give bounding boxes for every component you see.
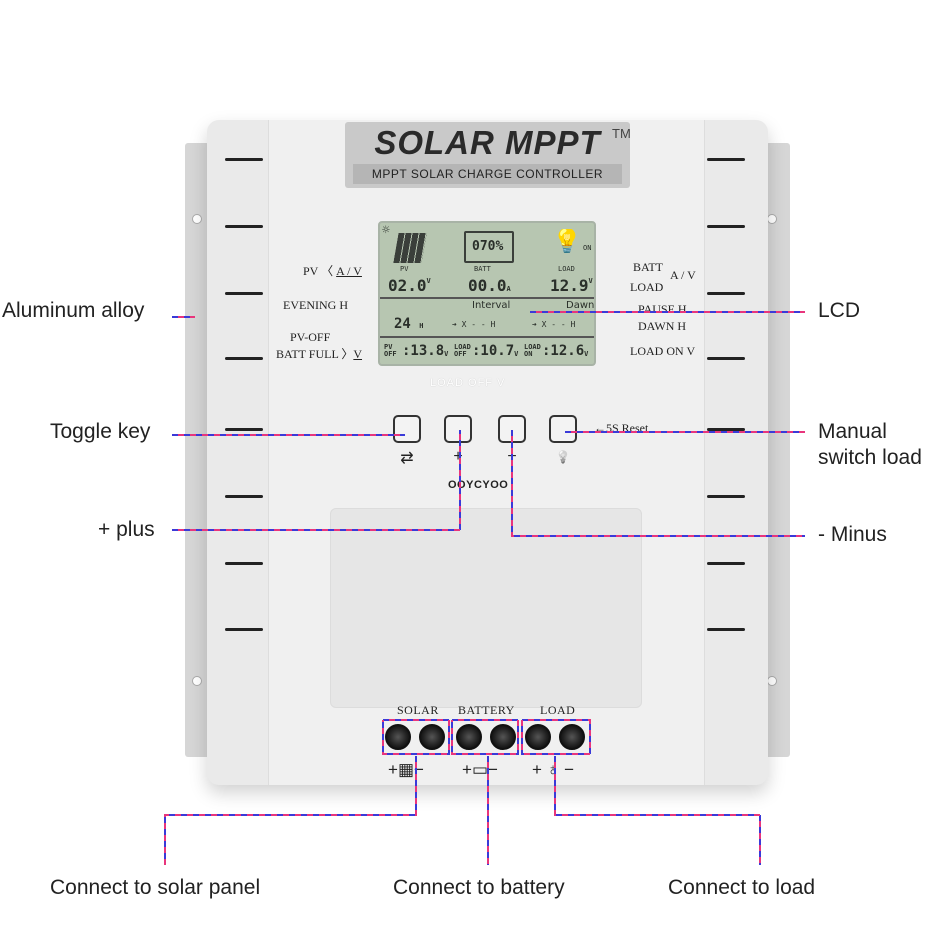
plus-icon: + [453,448,463,465]
bulb-icon: 💡 [552,229,580,253]
terminal-screw [525,724,551,750]
battery-icon [464,231,514,263]
callout-solar: Connect to solar panel [50,876,261,899]
vent-slot [225,495,263,498]
callout-minus: - Minus [818,523,887,546]
bulb-icon: 💡 [555,450,571,464]
bulb-icon: ♁ [546,760,560,779]
callout-toggle-key: Toggle key [50,420,151,443]
load-label: LOAD [558,265,575,273]
solar-terminal-label: SOLAR [397,703,439,717]
load-on-legend: LOAD ON V [630,344,696,358]
vent-slot [707,495,745,498]
evening-hours: 24 H [394,316,424,332]
lcd-screen: ☼ 070% 💡 ON PV BATT LOAD 02.0V 00.0A 12.… [378,221,596,366]
battery-polarity: +▭− [462,760,498,779]
dawn-label: Dawn [566,300,595,311]
vent-slot [707,357,745,360]
vent-slot [707,292,745,295]
vent-slot [225,357,263,360]
vent-slot [225,225,263,228]
load-terminal-label: LOAD [540,703,576,717]
load-voltage: 12.9V [550,276,593,295]
solar-box [382,719,450,755]
vent-slot [707,562,745,565]
vent-slot [707,225,745,228]
terminal-screw [490,724,516,750]
solar-box [382,719,450,755]
load-switch-button[interactable] [549,415,577,443]
callout-manual: Manual [818,420,887,443]
toggle-arrows-icon: ⇄ [400,450,414,467]
load-box [521,719,591,755]
brand-title: SOLAR MPPT [374,124,601,161]
batt-label: BATT [474,265,491,273]
batt-full-legend: BATT FULL 〉V [276,347,363,361]
interval-label: Interval [472,300,511,311]
panel-recess [330,508,642,708]
toggle-button[interactable] [393,415,421,443]
mount-hole [192,214,202,224]
plus-line [172,430,461,531]
sun-icon: ☼ [382,223,390,238]
vent-slot [225,158,263,161]
pause-value: ➔ X - - H [452,320,496,329]
battery-terminal-label: BATTERY [458,703,515,717]
solar-polarity: +▦− [388,760,424,779]
brand-subtitle: MPPT SOLAR CHARGE CONTROLLER [353,164,622,184]
load-state: ON [583,244,592,252]
evening-legend: EVENING H [283,298,348,312]
callout-switch-load: switch load [818,446,922,469]
maker-name: OOYCYOO [448,479,509,491]
vent-slot [707,628,745,631]
load-legend: LOAD [630,280,664,294]
callout-load: Connect to load [668,876,816,899]
plus-line [172,430,461,531]
dawn-legend: DAWN H [638,319,687,333]
load-polarity: + ♁ − [532,760,575,779]
batt-current: 00.0A [468,276,511,295]
load-off-label: LOAD OFF V [430,377,506,389]
solar-line [164,756,417,865]
battery-box [451,719,519,755]
vent-slot [225,428,263,431]
minus-line [511,430,805,537]
batt-load-units: A / V [670,268,696,282]
load-line [554,756,761,865]
callout-aluminum: Aluminum alloy [2,299,145,322]
mount-hole [192,676,202,686]
pv-label: PV [400,265,409,273]
brand-logo: SOLAR MPPT TM MPPT SOLAR CHARGE CONTROLL… [345,122,631,188]
load-line [554,756,761,865]
terminal-screw [559,724,585,750]
pv-legend: PV 〈 A / V [303,264,362,278]
solar-panel-icon: ▦ [397,760,414,779]
minus-line [511,430,805,537]
vent-slot [707,428,745,431]
battery-box [451,719,519,755]
vent-slot [225,562,263,565]
callout-plus: + plus [98,518,155,541]
terminal-screw [385,724,411,750]
pv-off-legend: PV-OFF [290,330,331,344]
load-box [521,719,591,755]
pv-voltage: 02.0V [388,276,431,295]
solar-line [164,756,417,865]
vent-slot [707,158,745,161]
plus-button[interactable] [444,415,472,443]
terminal-screw [419,724,445,750]
battery-icon: ▭ [471,760,488,779]
dawn-value: ➔ X - - H [532,320,576,329]
vent-slot [225,292,263,295]
battery-percent: 070% [472,239,504,254]
vent-slot [225,628,263,631]
batt-legend: BATT [633,260,663,274]
callout-battery: Connect to battery [393,876,565,899]
trademark: TM [612,126,631,141]
terminal-screw [456,724,482,750]
callout-lcd: LCD [818,299,861,322]
